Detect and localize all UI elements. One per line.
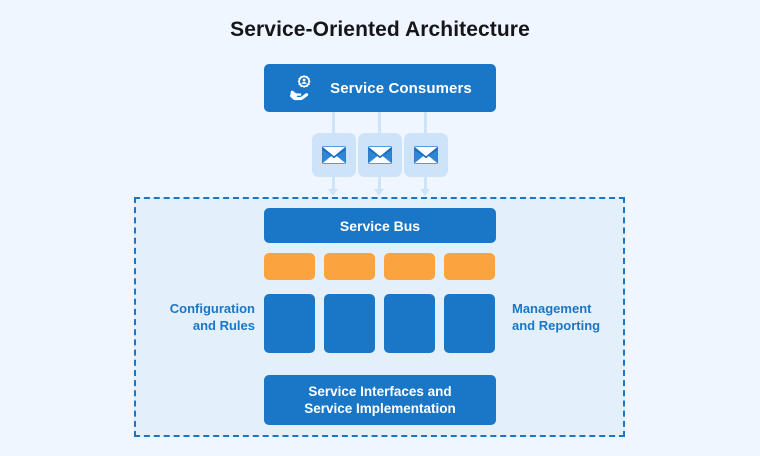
message-card-2[interactable] bbox=[358, 133, 402, 177]
arrow-head-icon bbox=[374, 189, 384, 196]
connector-line-1-top bbox=[332, 112, 335, 134]
service-implementation-box[interactable]: Service Interfaces and Service Implement… bbox=[264, 375, 496, 425]
connector-line-3-top bbox=[424, 112, 427, 134]
connector-line-2-top bbox=[378, 112, 381, 134]
connector-line-2-bottom bbox=[378, 176, 381, 190]
blue-block[interactable] bbox=[264, 294, 315, 353]
blue-block[interactable] bbox=[384, 294, 435, 353]
connector-line-3-bottom bbox=[424, 176, 427, 190]
arrow-head-icon bbox=[420, 189, 430, 196]
management-and-reporting-label: Management and Reporting bbox=[512, 300, 622, 334]
orange-block[interactable] bbox=[264, 253, 315, 280]
message-card-1[interactable] bbox=[312, 133, 356, 177]
connector-line-1-bottom bbox=[332, 176, 335, 190]
page-title: Service-Oriented Architecture bbox=[230, 18, 530, 41]
service-consumers-label: Service Consumers bbox=[330, 79, 472, 97]
blue-block[interactable] bbox=[444, 294, 495, 353]
hand-holding-service-gear-icon bbox=[288, 73, 318, 103]
service-implementation-line1: Service Interfaces and bbox=[308, 384, 452, 399]
orange-block[interactable] bbox=[444, 253, 495, 280]
envelope-icon bbox=[413, 142, 439, 168]
configuration-and-rules-line1: Configuration bbox=[169, 301, 255, 316]
service-bus-label: Service Bus bbox=[339, 217, 421, 234]
orange-block[interactable] bbox=[384, 253, 435, 280]
management-and-reporting-line1: Management bbox=[512, 301, 592, 316]
message-card-3[interactable] bbox=[404, 133, 448, 177]
configuration-and-rules-label: Configuration and Rules bbox=[145, 300, 255, 334]
service-consumers-box[interactable]: Service Consumers bbox=[264, 64, 496, 112]
service-implementation-line2: Service Implementation bbox=[304, 401, 456, 416]
envelope-icon bbox=[367, 142, 393, 168]
blue-block[interactable] bbox=[324, 294, 375, 353]
orange-block[interactable] bbox=[324, 253, 375, 280]
arrow-head-icon bbox=[328, 189, 338, 196]
management-and-reporting-line2: and Reporting bbox=[512, 318, 601, 333]
service-bus-box[interactable]: Service Bus bbox=[264, 208, 496, 243]
configuration-and-rules-line2: and Rules bbox=[192, 318, 255, 333]
envelope-icon bbox=[321, 142, 347, 168]
